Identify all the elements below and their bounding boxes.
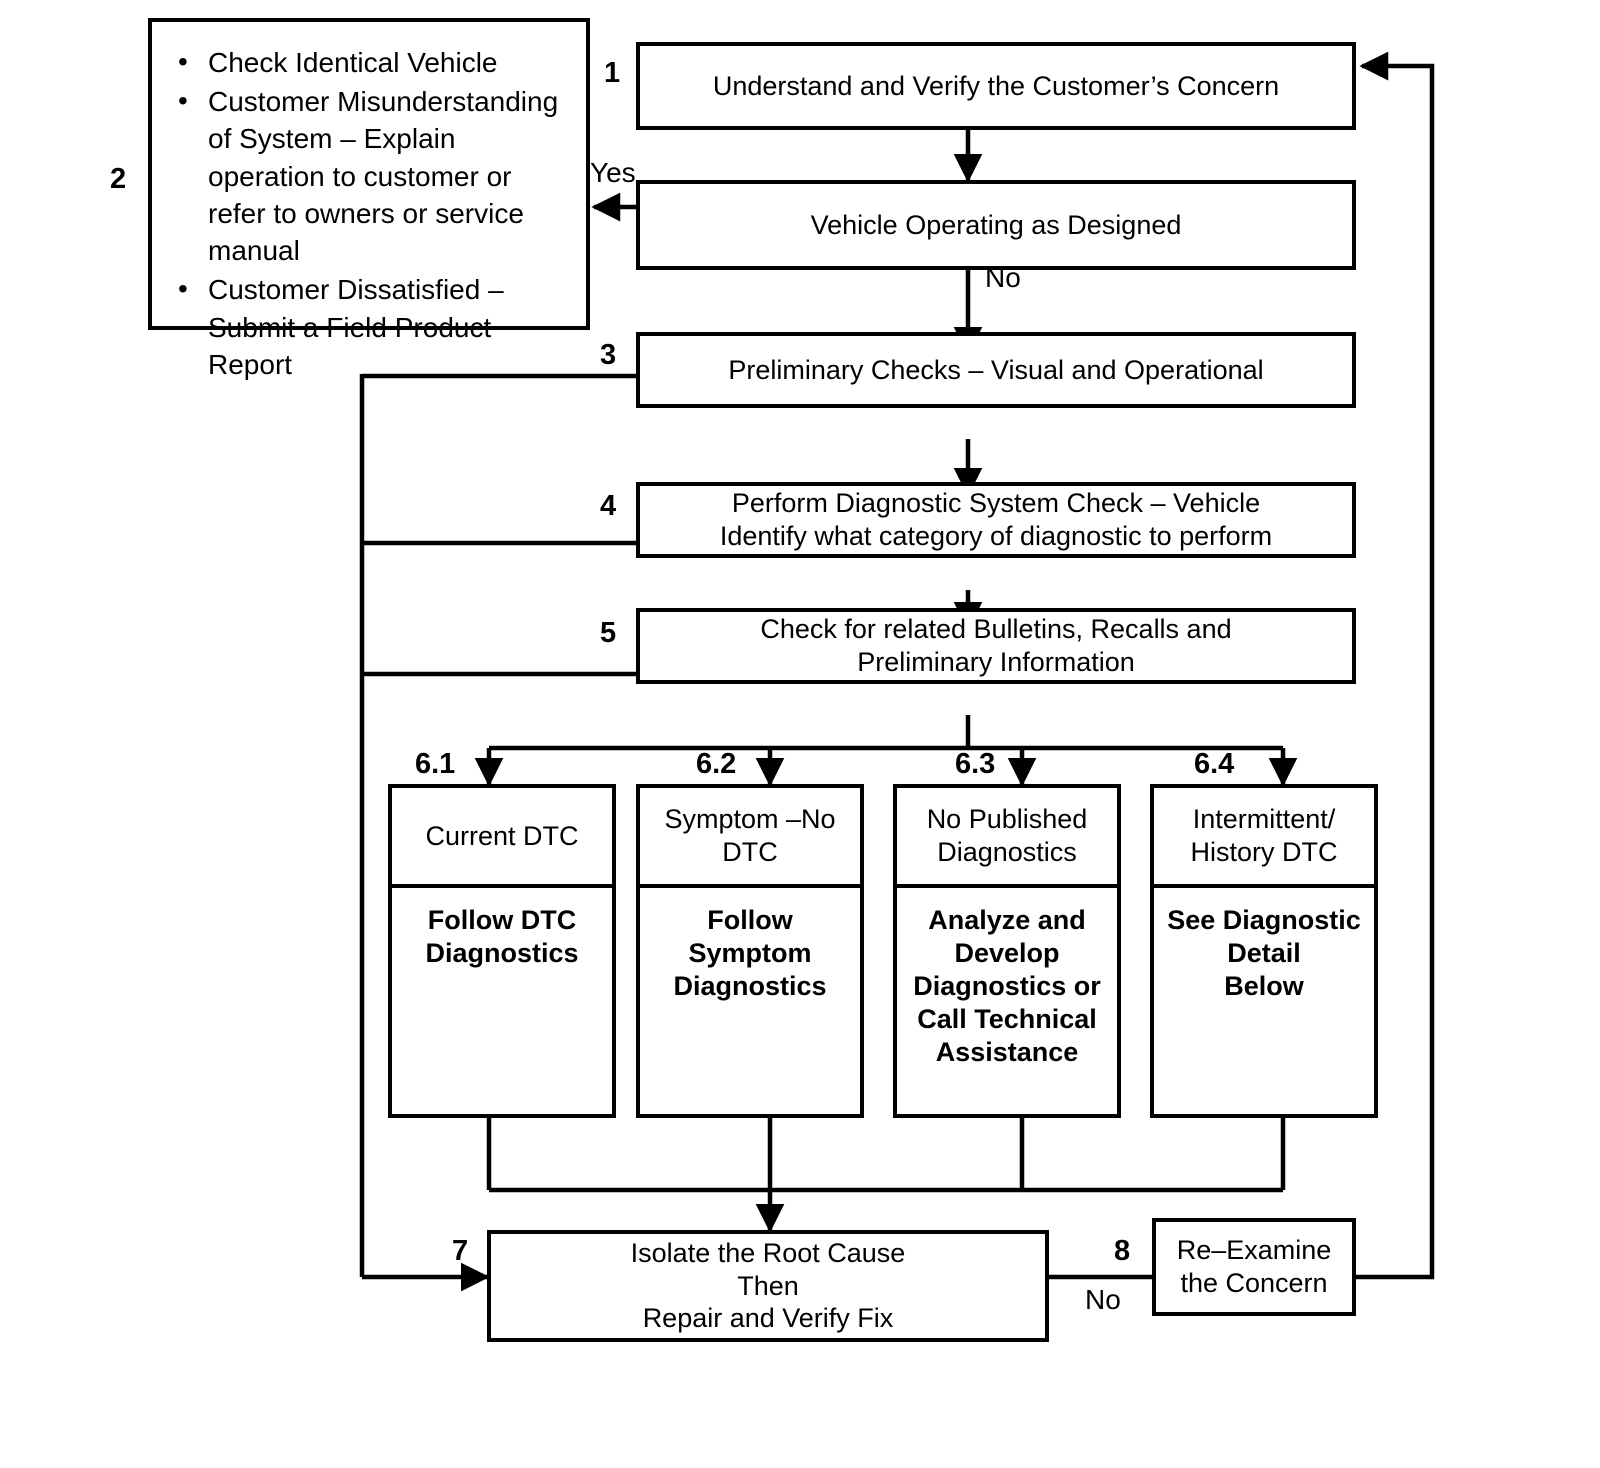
step-number-6-4: 6.4 bbox=[1194, 748, 1235, 780]
node-step6-2[interactable]: Symptom –No DTC Follow Symptom Diagnosti… bbox=[636, 784, 864, 1118]
node-step6-4-head: Intermittent/ History DTC bbox=[1190, 804, 1338, 867]
node-step5-line1: Check for related Bulletins, Recalls and bbox=[760, 614, 1232, 645]
node-step7-line3: Repair and Verify Fix bbox=[642, 1303, 894, 1334]
list-item: Customer Misunderstanding of System – Ex… bbox=[178, 82, 568, 269]
node-step4-line1: Perform Diagnostic System Check – Vehicl… bbox=[731, 488, 1261, 519]
node-step8-line1: Re–Examine bbox=[1176, 1235, 1332, 1266]
step-number-3: 3 bbox=[600, 339, 617, 371]
node-vehicle-operating-text: Vehicle Operating as Designed bbox=[810, 209, 1182, 240]
node-step6-4-head-cell: Intermittent/ History DTC bbox=[1154, 788, 1374, 888]
edge-label-no-vehicle: No bbox=[985, 262, 1021, 293]
edge-step8-return-to-step1 bbox=[1356, 51, 1435, 1280]
node-step6-2-head: Symptom –No DTC bbox=[664, 804, 836, 867]
node-step7-line1: Isolate the Root Cause bbox=[630, 1237, 906, 1268]
node-step4-line2: Identify what category of diagnostic to … bbox=[719, 521, 1273, 551]
node-step5-line2: Preliminary Information bbox=[857, 647, 1135, 677]
node-step6-2-body: Follow Symptom Diagnostics bbox=[673, 905, 827, 1001]
node-step6-1[interactable]: Current DTC Follow DTC Diagnostics bbox=[388, 784, 616, 1118]
step-number-5: 5 bbox=[600, 617, 617, 649]
step2-list: Check Identical Vehicle Customer Misunde… bbox=[174, 43, 568, 383]
node-step5[interactable]: Check for related Bulletins, Recalls and… bbox=[636, 608, 1356, 684]
step-number-6-1: 6.1 bbox=[415, 748, 456, 780]
step-number-1: 1 bbox=[604, 57, 621, 89]
node-step3[interactable]: Preliminary Checks – Visual and Operatio… bbox=[636, 332, 1356, 408]
node-step6-2-head-cell: Symptom –No DTC bbox=[640, 788, 860, 888]
node-step1-text: Understand and Verify the Customer’s Con… bbox=[712, 70, 1280, 101]
step-number-8: 8 bbox=[1114, 1235, 1131, 1267]
node-step7-line2: Then bbox=[737, 1270, 799, 1301]
node-step6-3-body-cell: Analyze and Develop Diagnostics or Call … bbox=[897, 888, 1117, 1114]
node-step6-3-head: No Published Diagnostics bbox=[926, 804, 1088, 867]
node-step2-list[interactable]: Check Identical Vehicle Customer Misunde… bbox=[148, 18, 590, 380]
node-step6-3-head-cell: No Published Diagnostics bbox=[897, 788, 1117, 888]
step-number-4: 4 bbox=[600, 490, 617, 522]
edge-label-yes: Yes bbox=[590, 157, 636, 188]
node-step6-1-head-cell: Current DTC bbox=[392, 788, 612, 888]
list-item: Customer Dissatisfied – Submit a Field P… bbox=[178, 270, 568, 383]
step-number-6-3: 6.3 bbox=[955, 748, 996, 780]
node-step6-1-body-cell: Follow DTC Diagnostics bbox=[392, 888, 612, 1114]
step-number-6-2: 6.2 bbox=[696, 748, 737, 780]
node-step6-1-body: Follow DTC Diagnostics bbox=[425, 905, 579, 968]
node-step6-2-body-cell: Follow Symptom Diagnostics bbox=[640, 888, 860, 1114]
edge-label-no-repair: No bbox=[1085, 1284, 1121, 1315]
node-step1[interactable]: Understand and Verify the Customer’s Con… bbox=[636, 42, 1356, 130]
node-step6-1-head: Current DTC bbox=[425, 820, 579, 851]
node-step8-line2: the Concern bbox=[1180, 1268, 1328, 1298]
list-item: Check Identical Vehicle bbox=[178, 43, 568, 81]
node-step3-text: Preliminary Checks – Visual and Operatio… bbox=[728, 354, 1264, 385]
node-step7[interactable]: Isolate the Root Cause Then Repair and V… bbox=[487, 1230, 1049, 1342]
node-step6-3-body: Analyze and Develop Diagnostics or Call … bbox=[913, 905, 1101, 1067]
node-step6-4-body-cell: See Diagnostic Detail Below bbox=[1154, 888, 1374, 1114]
node-vehicle-operating[interactable]: Vehicle Operating as Designed bbox=[636, 180, 1356, 270]
node-step8[interactable]: Re–Examine the Concern bbox=[1152, 1218, 1356, 1316]
node-step6-4[interactable]: Intermittent/ History DTC See Diagnostic… bbox=[1150, 784, 1378, 1118]
node-step6-4-body: See Diagnostic Detail Below bbox=[1167, 905, 1361, 1001]
step-number-2: 2 bbox=[110, 163, 127, 195]
node-step4[interactable]: Perform Diagnostic System Check – Vehicl… bbox=[636, 482, 1356, 558]
step-number-7: 7 bbox=[452, 1235, 469, 1267]
node-step6-3[interactable]: No Published Diagnostics Analyze and Dev… bbox=[893, 784, 1121, 1118]
